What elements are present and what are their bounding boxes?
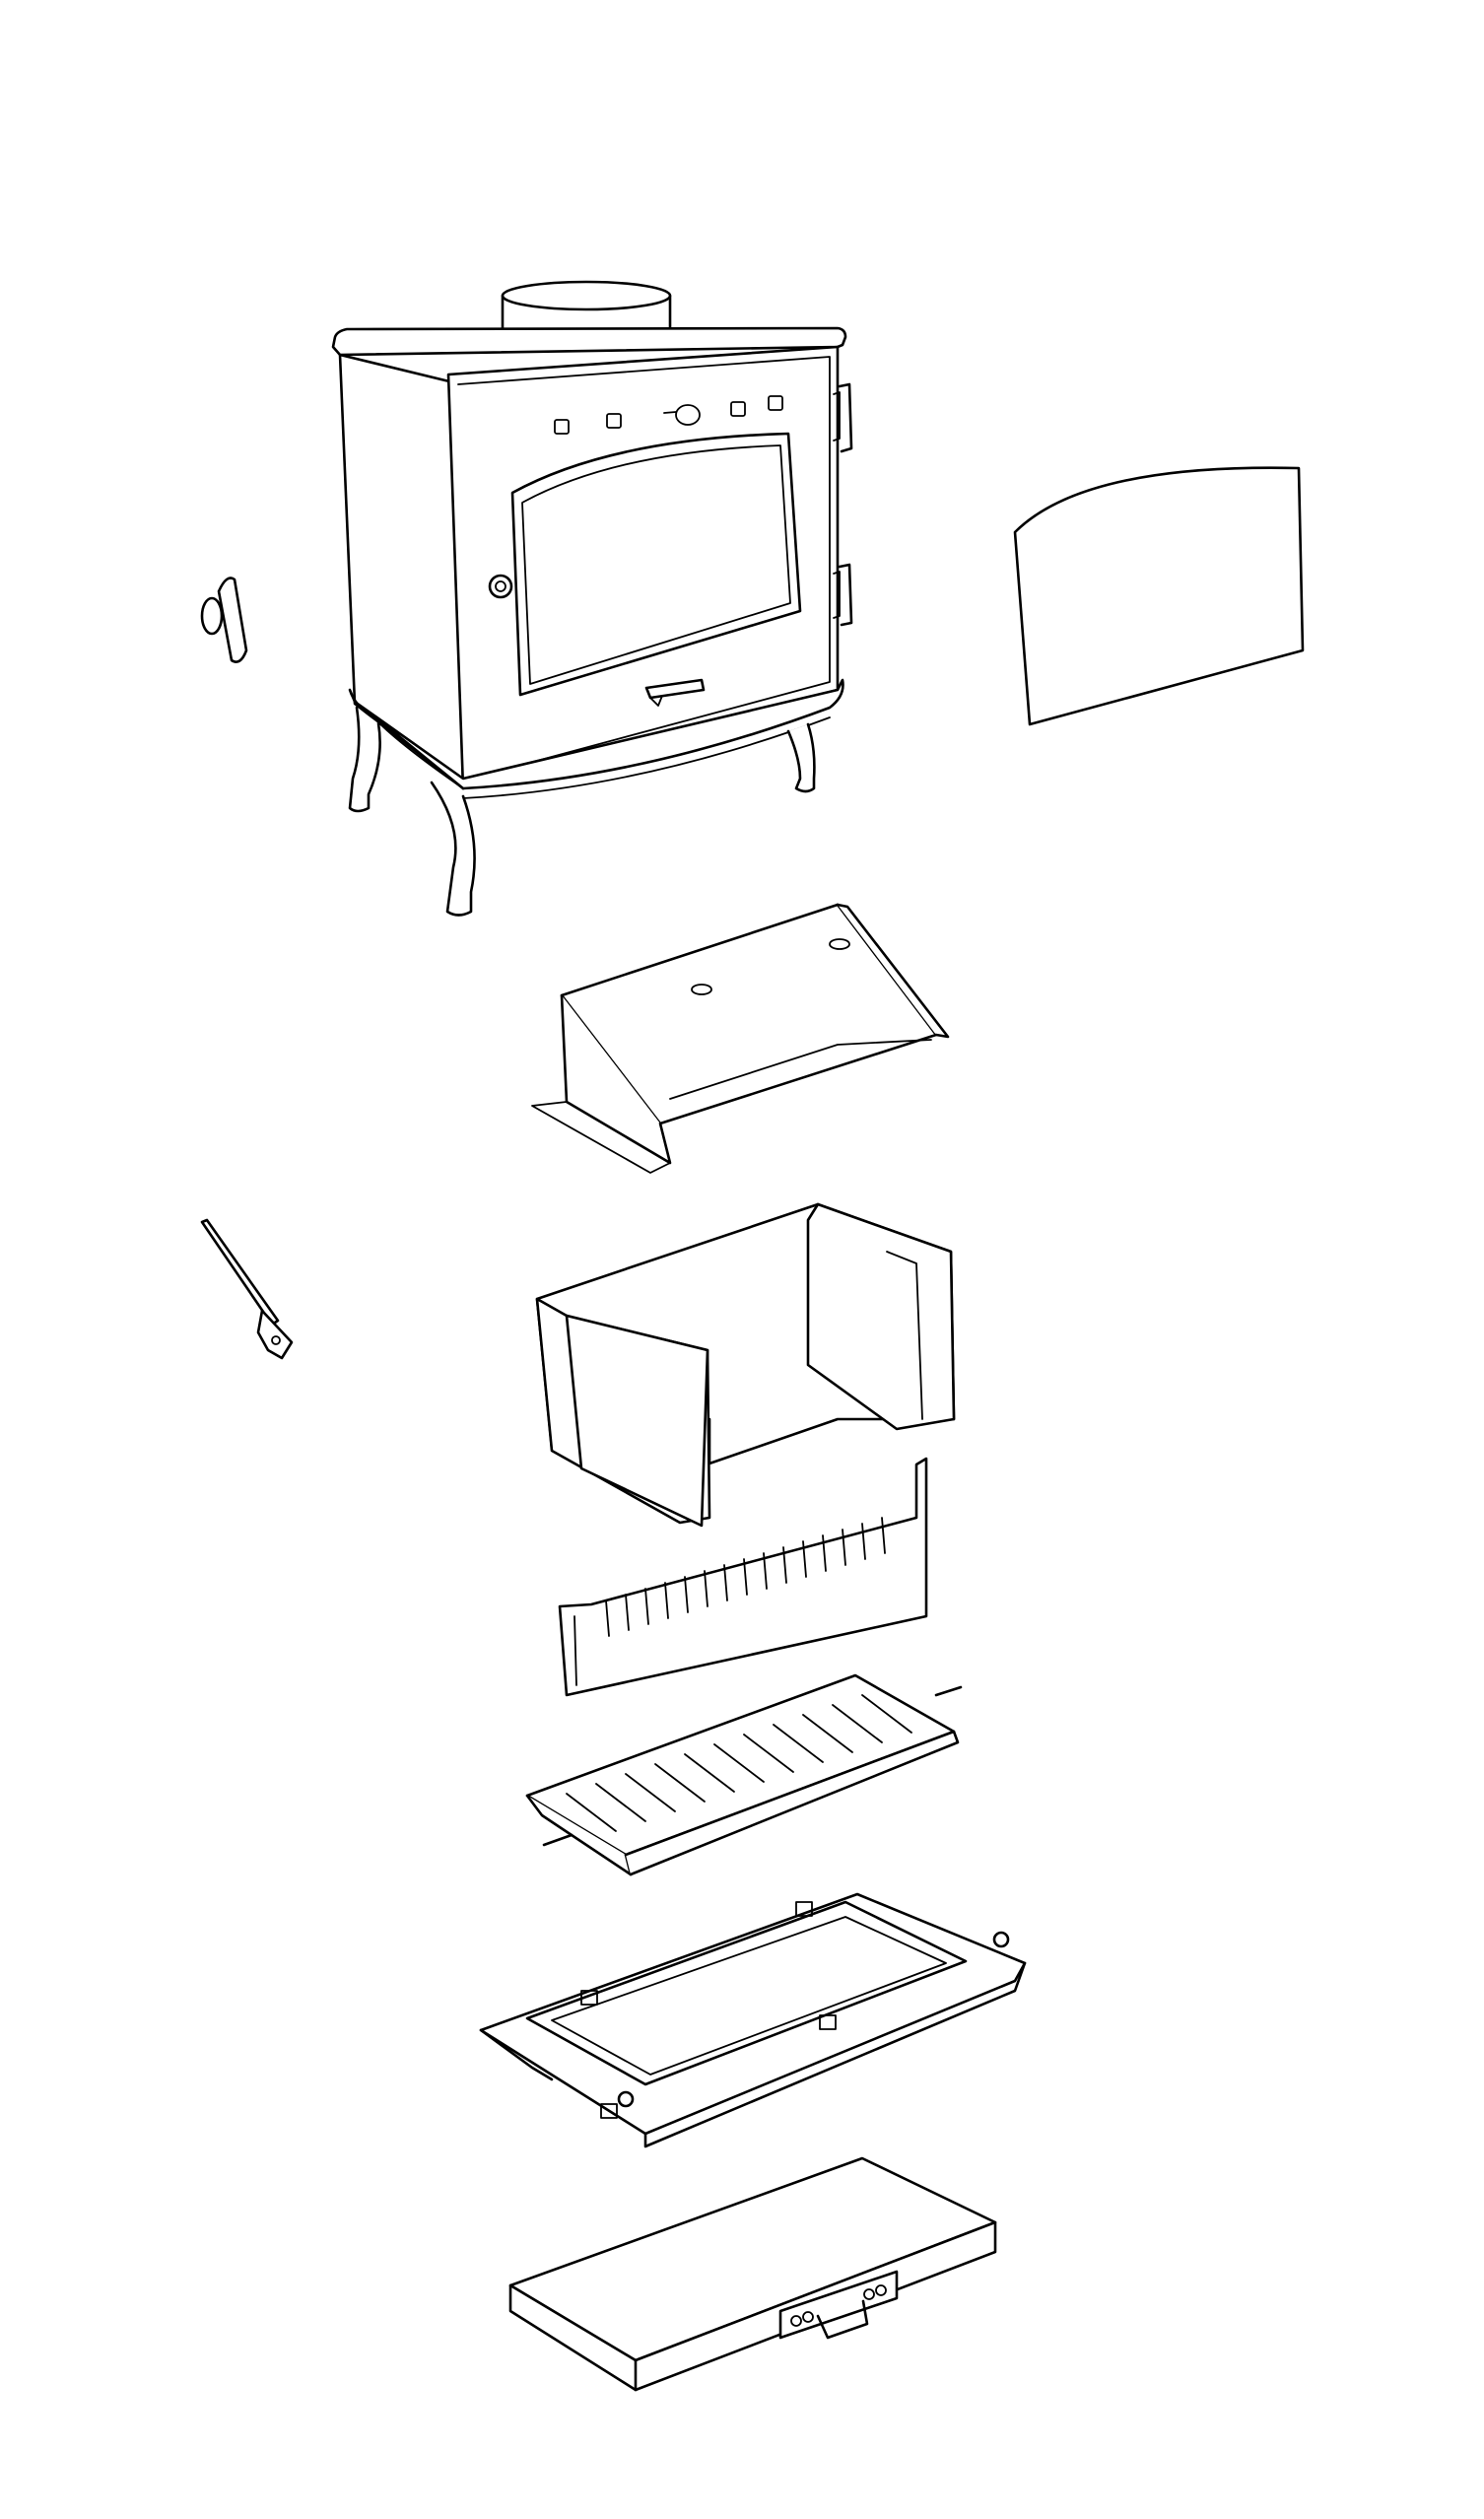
baffle-plate bbox=[531, 903, 950, 1174]
door-glass bbox=[1013, 466, 1305, 726]
grate bbox=[525, 1673, 963, 1876]
ash-pan bbox=[508, 2156, 997, 2392]
air-vent-controls bbox=[554, 395, 783, 435]
firebrick-liner bbox=[535, 1202, 956, 1528]
flue-collar bbox=[501, 280, 672, 338]
stove-body bbox=[331, 280, 853, 917]
front-fire-bars bbox=[558, 1457, 928, 1697]
door-hinges bbox=[833, 382, 853, 627]
door-window bbox=[510, 432, 802, 697]
top-plate bbox=[331, 326, 847, 357]
door-handle bbox=[200, 577, 248, 663]
stove-legs bbox=[348, 706, 816, 917]
riddling-tool bbox=[200, 1218, 294, 1360]
ash-door-handle bbox=[644, 678, 706, 700]
grate-frame bbox=[479, 1892, 1027, 2148]
door-knob bbox=[488, 574, 513, 599]
plinth bbox=[348, 678, 844, 790]
